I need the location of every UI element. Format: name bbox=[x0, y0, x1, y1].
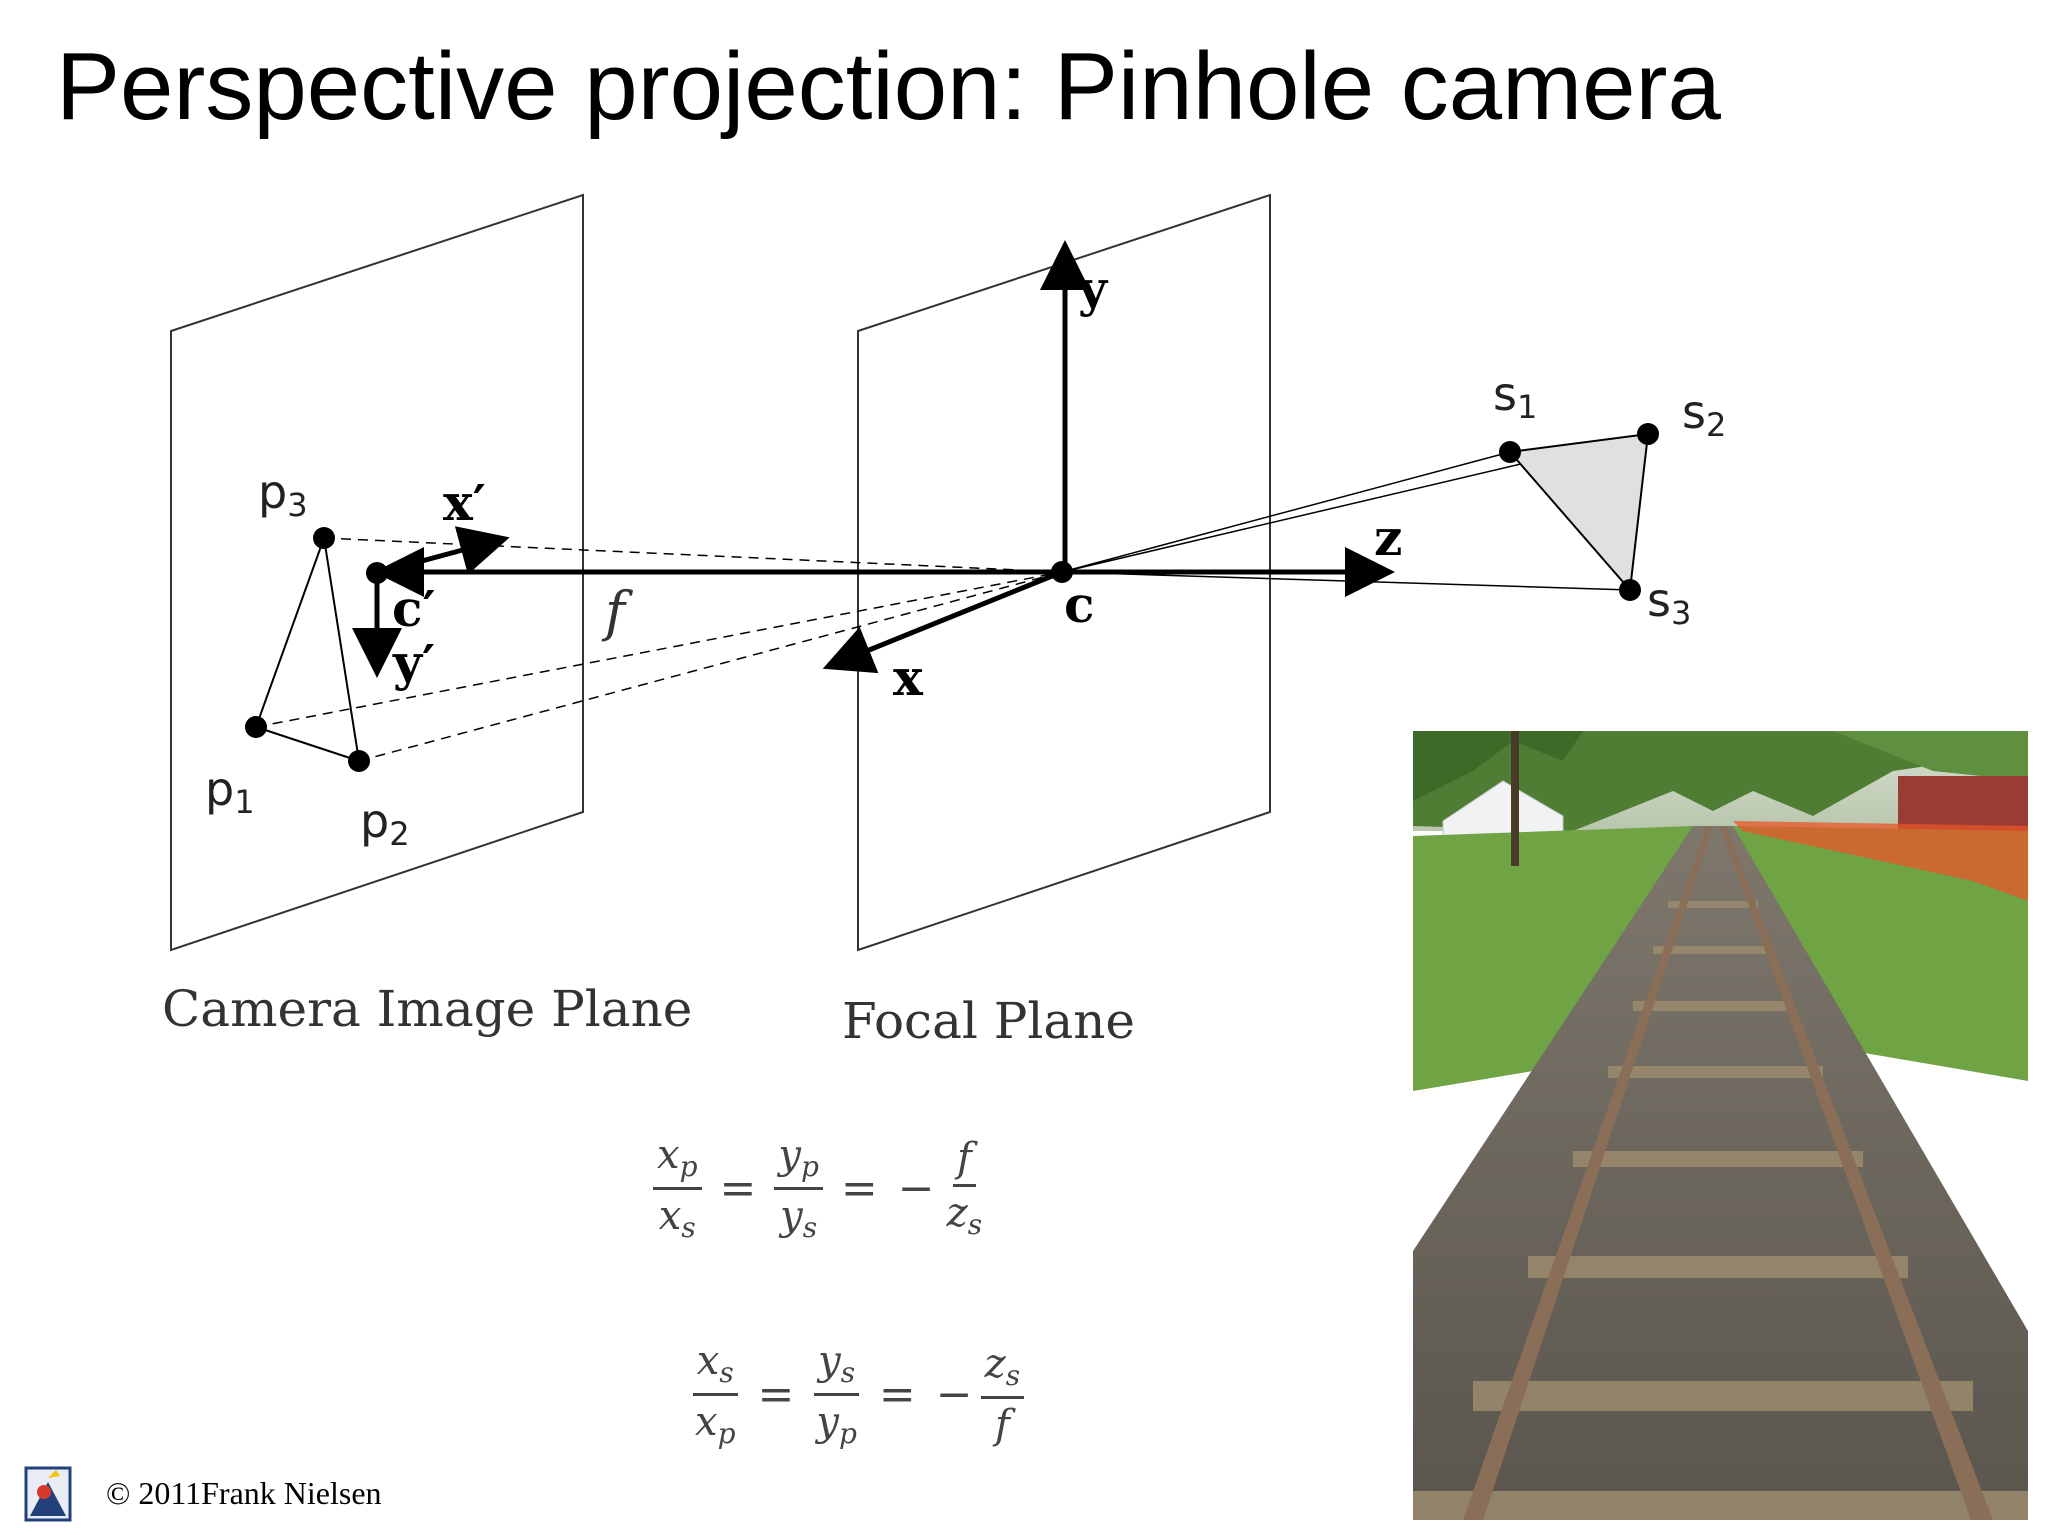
page-title: Perspective projection: Pinhole camera bbox=[56, 33, 1721, 140]
photo-right-rail bbox=[1720, 826, 1993, 1520]
camera-image-plane bbox=[170, 193, 584, 952]
x-axis-arrow bbox=[822, 569, 1063, 674]
label-x-prime: x′ bbox=[443, 473, 486, 532]
photo-pole bbox=[1511, 731, 1519, 866]
point-s1 bbox=[1499, 441, 1521, 463]
point-c-prime bbox=[366, 562, 388, 584]
focal-plane bbox=[857, 193, 1271, 952]
photo-tent bbox=[1442, 780, 1564, 837]
points bbox=[245, 423, 1659, 772]
railway-track-photo bbox=[1413, 731, 2028, 1520]
photo-sleepers bbox=[1413, 901, 2028, 1520]
photo-fence bbox=[1733, 821, 2028, 901]
point-p2 bbox=[348, 750, 370, 772]
label-c: c bbox=[1064, 575, 1094, 634]
label-y-prime: y′ bbox=[392, 633, 435, 692]
label-s1: s1 bbox=[1493, 367, 1537, 426]
copyright-text: © 2011Frank Nielsen bbox=[106, 1474, 382, 1511]
footer: © 2011Frank Nielsen bbox=[20, 1462, 382, 1524]
label-s3: s3 bbox=[1647, 573, 1691, 632]
label-s2: s2 bbox=[1682, 385, 1726, 444]
point-p3 bbox=[313, 527, 335, 549]
point-s3 bbox=[1619, 579, 1641, 601]
label-p2: p2 bbox=[360, 794, 410, 853]
image-x-axis-arrow bbox=[376, 526, 510, 576]
institution-logo-icon bbox=[24, 1466, 72, 1522]
label-z: z bbox=[1374, 508, 1402, 567]
caption-image-plane: Camera Image Plane bbox=[162, 980, 692, 1038]
object-triangle bbox=[1508, 432, 1650, 593]
photo-ballast bbox=[1413, 826, 2028, 1520]
point-c bbox=[1051, 561, 1073, 583]
caption-focal-plane: Focal Plane bbox=[842, 992, 1135, 1050]
label-x: x bbox=[893, 648, 924, 707]
label-c-prime: c′ bbox=[392, 579, 436, 638]
label-p3: p3 bbox=[258, 465, 308, 524]
label-p1: p1 bbox=[205, 762, 255, 821]
point-s2 bbox=[1637, 423, 1659, 445]
projection-rays bbox=[255, 537, 1063, 762]
label-f: f bbox=[601, 580, 633, 643]
photo-building bbox=[1898, 776, 2028, 831]
photo-left-rail bbox=[1463, 826, 1713, 1520]
point-p1 bbox=[245, 716, 267, 738]
image-triangle bbox=[254, 537, 361, 763]
photo-trees bbox=[1413, 731, 2028, 831]
label-y: y bbox=[1077, 259, 1109, 318]
